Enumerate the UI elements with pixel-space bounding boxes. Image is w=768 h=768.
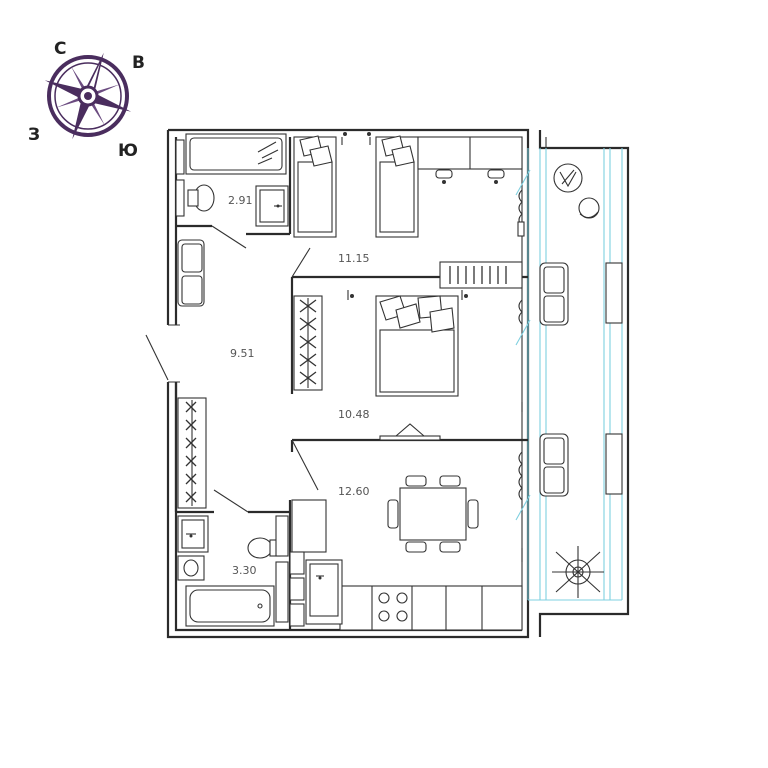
interior-walls [174,137,528,630]
kitchen-counter [305,559,523,631]
kitchen-living: 12.60 [291,433,569,631]
dining-chairs [387,475,479,553]
bottom-bathroom: 3.30 [177,515,305,627]
compass-rose: С В Ю З [28,39,145,161]
outer-walls [166,128,530,639]
hallway: 9.51 [177,239,255,509]
kids-bedroom: 11.15 [293,132,525,265]
pillows-left [299,135,333,167]
compass-west-label: З [28,125,40,145]
area-bathroom-bottom: 3.30 [232,564,257,577]
area-master-bedroom: 10.48 [338,408,370,421]
wardrobe-hatching [185,400,197,506]
bedroom-wardrobe-hatching [299,298,317,388]
plant-top [553,163,583,193]
pillows-right [381,135,415,167]
master-bedroom: 10.48 [293,261,569,441]
area-kitchen-living: 12.60 [338,485,370,498]
compass-east-label: В [132,53,145,73]
area-kids-bedroom: 11.15 [338,252,370,265]
doors [145,225,319,513]
compass-south-label: Ю [118,141,138,161]
window-glazing-marks [515,169,531,521]
plant-bottom [552,546,604,598]
master-pillows [379,295,455,333]
area-bathroom-top: 2.91 [228,194,253,207]
area-hallway: 9.51 [230,347,255,360]
compass-north-label: С [54,39,66,59]
balcony [515,130,630,637]
top-bathroom: 2.91 [175,133,289,227]
balcony-chair [578,197,600,219]
